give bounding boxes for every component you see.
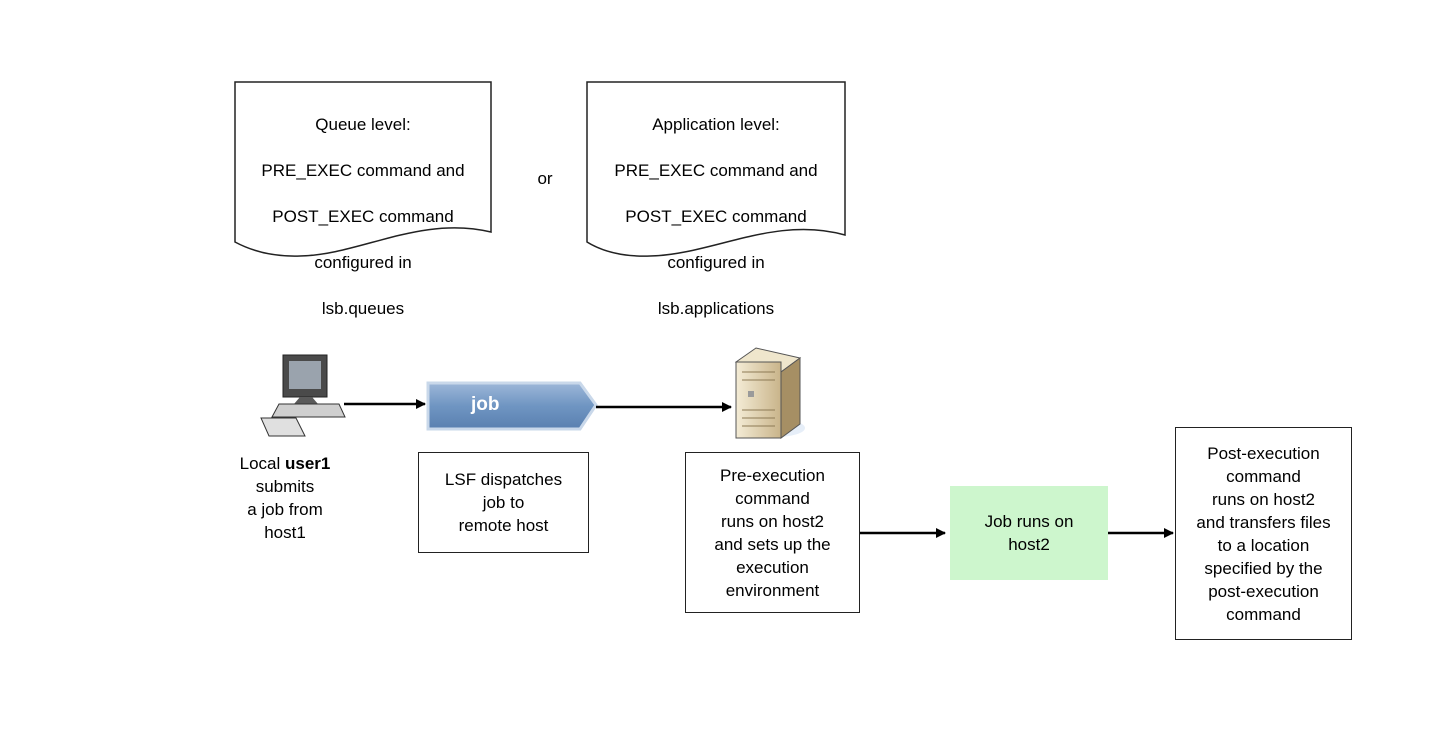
queue-line-2: PRE_EXEC command and — [261, 161, 465, 180]
user-caption-line-3: a job from — [247, 500, 323, 519]
job-tag-shape — [426, 381, 598, 431]
user-caption-line-4: host1 — [264, 523, 306, 542]
pre-execution-box: Pre-execution command runs on host2 and … — [685, 452, 860, 613]
app-line-2: PRE_EXEC command and — [614, 161, 818, 180]
computer-icon — [260, 354, 346, 437]
queue-line-4: configured in — [314, 253, 412, 272]
post-execution-box: Post-execution command runs on host2 and… — [1175, 427, 1352, 640]
job-tag-label: job — [471, 394, 500, 415]
queue-line-3: POST_EXEC command — [272, 207, 454, 226]
app-line-1: Application level: — [652, 115, 780, 134]
application-document-shape — [586, 81, 846, 257]
queue-line-1: Queue level: — [315, 115, 411, 134]
queue-document-shape — [234, 81, 492, 257]
user-caption-line-2: submits — [255, 477, 315, 496]
app-line-3: POST_EXEC command — [625, 207, 807, 226]
app-line-4: configured in — [667, 253, 765, 272]
job-runs-box: Job runs on host2 — [950, 486, 1108, 580]
dispatch-box: LSF dispatches job to remote host — [418, 452, 589, 553]
queue-line-5: lsb.queues — [321, 299, 405, 318]
queue-level-text: Queue level: PRE_EXEC command and POST_E… — [235, 90, 491, 343]
user-name: user1 — [285, 454, 331, 473]
user-caption-line-1: Local user1 — [225, 452, 345, 475]
or-label: or — [537, 169, 553, 188]
server-tower-icon — [734, 347, 805, 439]
user-caption-prefix: Local — [239, 454, 285, 473]
app-line-5: lsb.applications — [657, 299, 775, 318]
user-caption: Local user1 submits a job from host1 — [225, 452, 345, 544]
application-level-text: Application level: PRE_EXEC command and … — [587, 90, 845, 343]
